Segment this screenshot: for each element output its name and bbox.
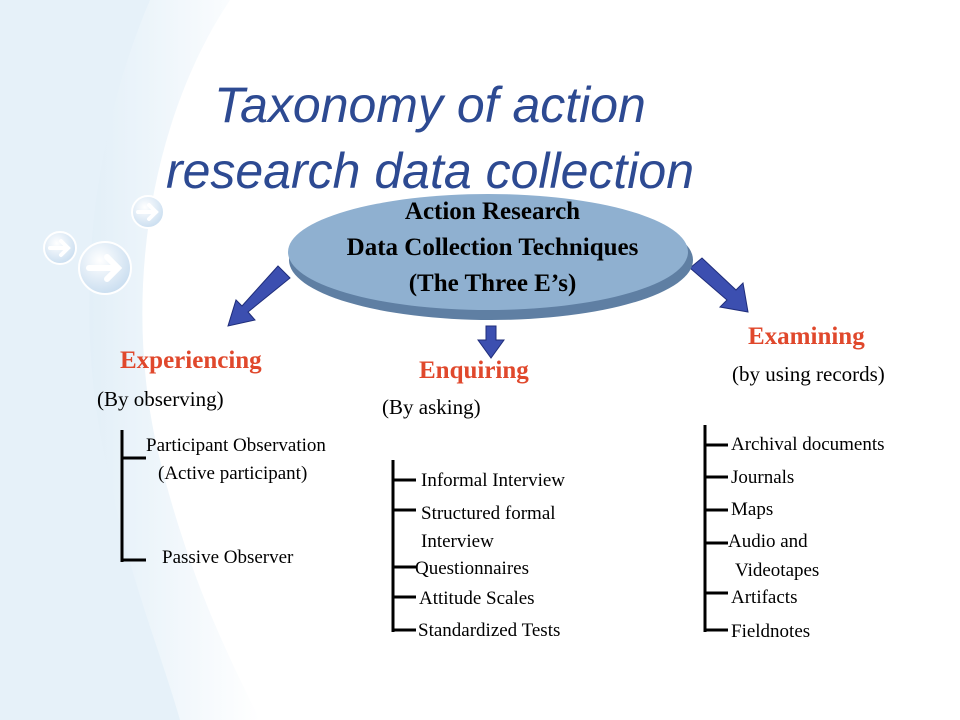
central-line-3: (The Three E’s) xyxy=(408,270,577,297)
arrow-right-circle-icon xyxy=(43,231,77,265)
examining-item: Archival documents xyxy=(731,434,885,455)
experiencing-item: (Active participant) xyxy=(158,463,308,484)
examining-item: Fieldnotes xyxy=(731,621,811,642)
examining-item: Maps xyxy=(731,499,774,520)
examining-title: Examining xyxy=(748,323,865,350)
page-title: Taxonomy of action research data collect… xyxy=(130,72,730,204)
examining-item: Videotapes xyxy=(735,560,820,581)
enquiring-subtitle: (By asking) xyxy=(382,395,481,419)
enquiring-item: Structured formal xyxy=(421,503,556,524)
central-node: Action Research Data Collection Techniqu… xyxy=(285,186,695,326)
experiencing-title: Experiencing xyxy=(120,347,262,374)
experiencing-subtitle: (By observing) xyxy=(97,387,224,411)
central-line-1: Action Research xyxy=(404,198,581,225)
central-ellipse-shape xyxy=(288,194,693,320)
arrow-to-experiencing xyxy=(227,265,291,327)
enquiring-item: Interview xyxy=(421,531,494,552)
enquiring-item: Informal Interview xyxy=(421,470,566,491)
arrow-right-circle-icon xyxy=(78,241,132,295)
examining-item: Journals xyxy=(731,467,795,488)
arrow-to-examining xyxy=(689,257,749,313)
enquiring-item: Questionnaires xyxy=(415,558,529,579)
enquiring-item: Attitude Scales xyxy=(419,588,535,609)
arrow-right-circle-icon xyxy=(131,195,165,229)
experiencing-item: Passive Observer xyxy=(162,547,294,568)
experiencing-item: Participant Observation xyxy=(146,435,326,456)
central-line-2: Data Collection Techniques xyxy=(346,234,639,261)
enquiring-title: Enquiring xyxy=(419,357,529,384)
title-line-2: research data collection xyxy=(165,143,695,199)
examining-subtitle: (by using records) xyxy=(732,362,885,386)
examining-item: Audio and xyxy=(728,531,808,552)
examining-item: Artifacts xyxy=(731,587,798,608)
enquiring-item: Standardized Tests xyxy=(418,620,561,641)
title-line-1: Taxonomy of action xyxy=(214,77,646,133)
arrow-to-enquiring xyxy=(477,325,505,359)
